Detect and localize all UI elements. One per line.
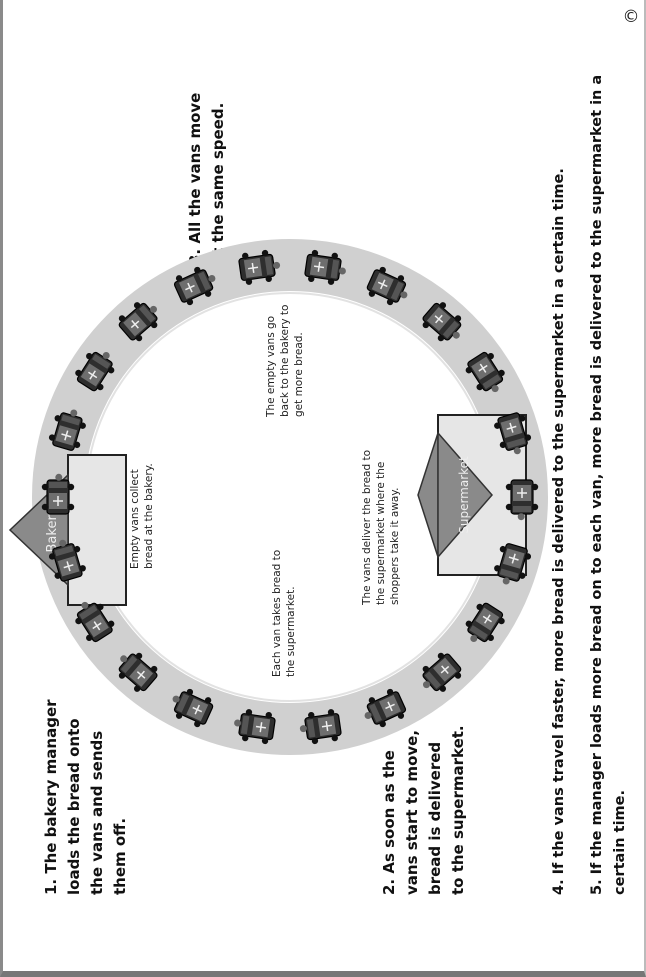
exhaust-puff [300, 725, 307, 732]
exhaust-puff [365, 712, 372, 719]
exhaust-puff [453, 332, 460, 339]
exhaust-puff [103, 352, 110, 359]
exhaust-puff [518, 513, 525, 520]
annotation-empty-back: The empty vans go back to the bakery to … [265, 301, 305, 418]
supermarket-label: Supermarket [457, 456, 471, 534]
exhaust-puff [423, 681, 430, 688]
exhaust-puff [70, 410, 77, 417]
bakery-building: Bakery [10, 455, 126, 605]
van-icon [42, 480, 74, 514]
annotation-empty-collect-line-2: bread at the bakery. [143, 463, 155, 569]
exhaust-puff [470, 635, 477, 642]
annotation-deliver-line-3: shoppers take it away. [389, 488, 401, 605]
annotation-empty-back-line-2: back to the bakery to [279, 305, 291, 417]
annotation-deliver-line-2: the supermarket where the [375, 462, 387, 605]
annotation-each-van-line-2: the supermarket. [285, 586, 297, 677]
annotation-empty-collect: Empty vans collect bread at the bakery. [129, 463, 155, 569]
annotation-deliver-line-1: The vans deliver the bread to [361, 450, 373, 606]
annotation-empty-back-line-1: The empty vans go [265, 316, 277, 418]
van-icon [506, 480, 538, 514]
annotation-empty-collect-line-1: Empty vans collect [129, 469, 141, 569]
exhaust-puff [120, 655, 127, 662]
exhaust-puff [81, 602, 88, 609]
exhaust-puff [55, 474, 62, 481]
exhaust-puff [173, 696, 180, 703]
exhaust-puff [514, 447, 521, 454]
exhaust-puff [234, 720, 241, 727]
annotation-deliver: The vans deliver the bread to the superm… [361, 447, 401, 606]
exhaust-puff [503, 578, 510, 585]
exhaust-puff [59, 540, 66, 547]
annotation-empty-back-line-3: get more bread. [293, 332, 305, 417]
annotation-each-van: Each van takes bread to the supermarket. [271, 546, 297, 677]
exhaust-puff [492, 385, 499, 392]
exhaust-puff [273, 262, 280, 269]
annotation-each-van-line-1: Each van takes bread to [271, 550, 283, 677]
exhaust-puff [339, 268, 346, 275]
exhaust-puff [400, 291, 407, 298]
exhaust-puff [208, 275, 215, 282]
exhaust-puff [150, 306, 157, 313]
